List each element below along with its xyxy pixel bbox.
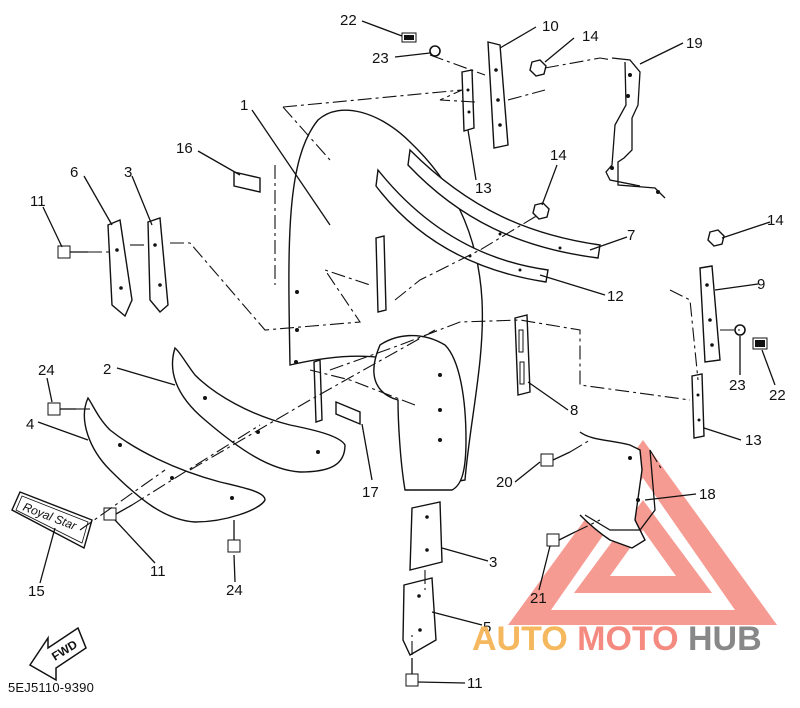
callout-1: 1 bbox=[240, 97, 248, 114]
bolt-24-bottom bbox=[227, 520, 241, 553]
callout-14-top: 14 bbox=[582, 28, 599, 45]
callout-2: 2 bbox=[103, 361, 111, 378]
side-deflector-part-2 bbox=[171, 346, 346, 473]
callout-23-top: 23 bbox=[372, 50, 389, 67]
callout-22-right: 22 bbox=[769, 387, 786, 404]
callout-11-left: 11 bbox=[30, 193, 46, 210]
leader-lines bbox=[37, 20, 776, 684]
callout-23-right: 23 bbox=[729, 377, 746, 394]
callout-24-left: 24 bbox=[38, 362, 55, 379]
strip-part-7 bbox=[407, 148, 601, 259]
bracket-part-8 bbox=[514, 314, 531, 396]
watermark-wordmark: AUTO MOTO HUB bbox=[472, 620, 762, 658]
plate-part-3-lower bbox=[409, 501, 443, 571]
bolt-22-right bbox=[752, 337, 768, 350]
callout-22-top: 22 bbox=[340, 12, 357, 29]
callout-10: 10 bbox=[542, 18, 559, 35]
callout-7: 7 bbox=[627, 227, 635, 244]
watermark-text-hub: HUB bbox=[688, 620, 762, 658]
watermark-text-moto: MOTO bbox=[577, 620, 678, 658]
bolt-11-bottom-left bbox=[103, 504, 133, 521]
fwd-arrow: FWD bbox=[28, 626, 87, 682]
plate-part-6 bbox=[107, 219, 133, 318]
callout-24-bottom: 24 bbox=[226, 582, 243, 599]
nut-14-right bbox=[707, 229, 725, 247]
assembly-lines bbox=[76, 54, 740, 655]
callout-8: 8 bbox=[570, 402, 578, 419]
watermark-triangle-core bbox=[610, 530, 676, 576]
callout-11-bottom: 11 bbox=[467, 675, 483, 692]
watermark-text-auto: AUTO bbox=[472, 620, 568, 658]
callout-6: 6 bbox=[70, 164, 78, 181]
plate-part-3-upper bbox=[147, 217, 169, 313]
stay-part-19 bbox=[605, 57, 666, 199]
callout-5: 5 bbox=[483, 619, 491, 636]
callout-20: 20 bbox=[496, 474, 513, 491]
bracket-part-mid-left bbox=[313, 235, 387, 423]
watermark-logo bbox=[508, 440, 777, 625]
washer-23-top bbox=[429, 45, 441, 57]
fasteners bbox=[47, 32, 768, 687]
callouts: 22 10 14 19 23 1 16 13 6 3 14 11 7 12 14… bbox=[26, 12, 786, 692]
callout-18: 18 bbox=[699, 486, 716, 503]
callout-15: 15 bbox=[28, 583, 45, 600]
side-deflector-part-4 bbox=[83, 396, 266, 523]
bracket-part-9 bbox=[699, 265, 721, 363]
diagram-code: 5EJ5110-9390 bbox=[8, 680, 95, 695]
callout-13-top: 13 bbox=[475, 180, 492, 197]
bracket-part-13-upper bbox=[461, 69, 475, 132]
callout-13-right: 13 bbox=[745, 432, 762, 449]
callout-16: 16 bbox=[176, 140, 193, 157]
callout-21: 21 bbox=[530, 590, 547, 607]
bolt-11-left bbox=[57, 245, 88, 259]
callout-4: 4 bbox=[26, 416, 34, 433]
bracket-part-13-lower bbox=[691, 373, 705, 439]
bolt-22-top bbox=[401, 32, 417, 43]
callout-3-top: 3 bbox=[124, 164, 132, 181]
callout-17: 17 bbox=[362, 484, 379, 501]
callout-11-bottom-left: 11 bbox=[150, 563, 166, 580]
callout-3-bottom: 3 bbox=[489, 554, 497, 571]
callout-12: 12 bbox=[607, 288, 624, 305]
callout-14-right: 14 bbox=[767, 212, 784, 229]
callout-19: 19 bbox=[686, 35, 703, 52]
decal-part-16 bbox=[233, 171, 261, 193]
stay-part-18 bbox=[579, 431, 656, 549]
plate-part-5 bbox=[402, 577, 437, 656]
bracket-part-10 bbox=[487, 41, 509, 149]
callout-14-mid: 14 bbox=[550, 147, 567, 164]
bolt-24-left bbox=[47, 402, 76, 416]
bolt-11-bottom bbox=[405, 658, 419, 687]
decal-part-17 bbox=[335, 400, 361, 426]
svg-text:AUTO MOTO HUB: AUTO MOTO HUB bbox=[472, 620, 762, 658]
bolt-20 bbox=[540, 451, 571, 467]
bolt-21 bbox=[546, 531, 576, 547]
nut-14-top bbox=[529, 59, 547, 77]
callout-9: 9 bbox=[757, 276, 765, 293]
